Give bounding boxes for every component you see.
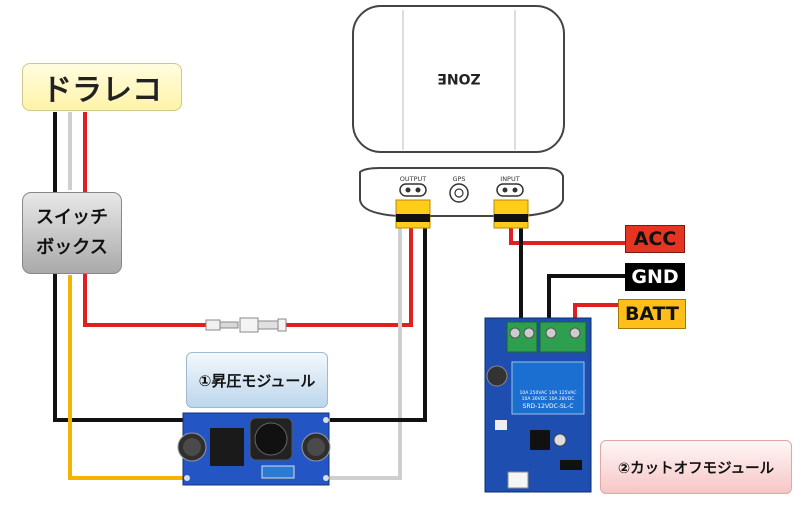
batt-label: BATT: [618, 299, 686, 329]
wire-black-output: [330, 228, 427, 422]
wire-red-to-output: [285, 228, 413, 327]
port-input-label: INPUT: [500, 175, 519, 183]
wire-red-dashcam: [83, 112, 206, 327]
switch-box-label: スイッチ ボックス: [22, 192, 122, 274]
wire-red-input: [509, 228, 625, 245]
relay-rating-1: 10A 250VAC 10A 125VAC: [520, 390, 577, 396]
cutoff-module-board: 10A 250VAC 10A 125VAC 10A 30VDC 10A 28VD…: [484, 317, 592, 493]
acc-label-text: ACC: [633, 228, 677, 250]
switch-box-line1: スイッチ: [36, 207, 108, 228]
acc-label: ACC: [625, 225, 685, 253]
gnd-label: GND: [625, 263, 685, 291]
brand-logo: ZONE: [437, 70, 480, 86]
wire-gray-output: [330, 228, 402, 480]
dashcam-unit-ports: OUTPUT GPS INPUT: [359, 167, 564, 229]
switch-box-line2: ボックス: [36, 237, 108, 258]
boost-module-board: [177, 412, 331, 486]
gnd-label-text: GND: [631, 266, 679, 288]
port-gps-label: GPS: [452, 175, 465, 183]
port-output-label: OUTPUT: [400, 175, 427, 183]
batt-label-text: BATT: [624, 303, 680, 325]
wire-red-batt: [573, 303, 618, 322]
cutoff-module-label: ②カットオフモジュール: [600, 440, 792, 494]
boost-module-label: ①昇圧モジュール: [186, 352, 328, 408]
wire-splice-connector: [205, 317, 287, 333]
dashcam-label-text: ドラレコ: [42, 73, 162, 108]
relay-rating-2: 10A 30VDC 10A 28VDC: [522, 396, 575, 402]
wire-black-gnd: [547, 274, 625, 322]
dashcam-unit-top: ZONE: [352, 5, 565, 153]
relay-model: SRD-12VDC-SL-C: [523, 403, 574, 410]
cutoff-module-label-text: ②カットオフモジュール: [617, 460, 775, 477]
dashcam-label: ドラレコ: [22, 63, 182, 111]
wire-yellow-dashcam: [68, 275, 187, 480]
boost-module-label-text: ①昇圧モジュール: [198, 371, 316, 390]
